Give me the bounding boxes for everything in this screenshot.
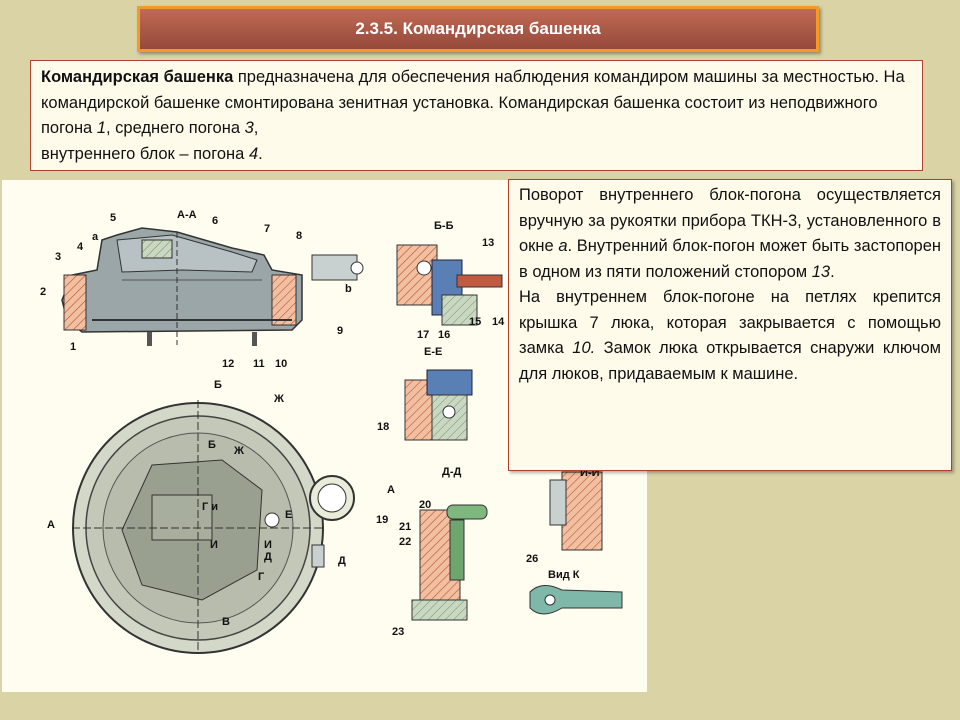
label-12: 12 (222, 358, 234, 370)
label-plan-e: Е (285, 509, 292, 521)
side-text-1: Поворот внутреннего блок-погона осуществ… (519, 186, 941, 255)
side-text-4: На внутреннем блок-погоне на петлях креп… (519, 288, 941, 357)
label-22: 22 (399, 536, 411, 548)
side-text-box: Поворот внутреннего блок-погона осуществ… (508, 179, 952, 471)
intro-text-1: предназначена для обеспечения наблюдения… (41, 68, 905, 137)
side-ref-a: а (558, 237, 568, 255)
label-4: 4 (77, 241, 84, 253)
label-plan-b-inner: Б (208, 439, 216, 451)
side-paragraph-2: На внутреннем блок-погоне на петлях креп… (519, 285, 941, 387)
section-e-e (404, 369, 473, 441)
label-plan-zh-inner: Ж (233, 445, 244, 457)
label-plan-v: В (222, 616, 230, 628)
label-section-e-e: Е-Е (424, 346, 442, 358)
label-17: 17 (417, 329, 429, 341)
intro-text-3: , (253, 119, 259, 137)
label-6: 6 (212, 215, 218, 227)
label-10: 10 (275, 358, 287, 370)
turret-diagram: А-А 5 6 7 8 а 4 3 2 1 12 11 10 9 b Б-Б 1… (2, 180, 647, 692)
label-16: 16 (438, 329, 450, 341)
label-19: 19 (376, 514, 388, 526)
label-9: 9 (337, 325, 343, 337)
label-b: b (345, 283, 352, 295)
section-b-b (396, 244, 503, 326)
label-5: 5 (110, 212, 116, 224)
intro-ref-3: 3 (244, 119, 254, 137)
label-plan-g: Г (258, 571, 265, 583)
label-plan-b: Б (214, 379, 222, 391)
section-i-i (529, 471, 623, 615)
section-d-d (411, 504, 488, 621)
label-18: 18 (377, 421, 389, 433)
label-11: 11 (253, 358, 265, 370)
label-15: 15 (469, 316, 481, 328)
label-plan-i-2: И (264, 539, 272, 551)
label-7: 7 (264, 223, 270, 235)
label-plan-d: Д (338, 555, 346, 567)
intro-ref-1: 1 (96, 119, 107, 137)
side-ref-13: 13 (811, 262, 831, 281)
label-20: 20 (419, 499, 431, 511)
intro-text-box: Командирская башенка предназначена для о… (30, 60, 923, 171)
label-plan-a-left: А (47, 519, 55, 531)
side-paragraph-1: Поворот внутреннего блок-погона осуществ… (519, 183, 941, 285)
intro-text-5: . (258, 144, 263, 163)
label-view-k: Вид К (548, 569, 580, 581)
label-section-a-a: А-А (177, 209, 197, 221)
label-2: 2 (40, 286, 46, 298)
label-plan-i-1: И (210, 539, 218, 551)
label-8: 8 (296, 230, 302, 242)
intro-text-2: , среднего погона (106, 119, 245, 137)
label-plan-d2: Д (264, 551, 272, 563)
label-26: 26 (526, 553, 538, 565)
plan-view (72, 400, 355, 654)
side-text-5: Замок люка открывается снаружи ключом дл… (519, 339, 941, 383)
section-a-a (61, 227, 364, 346)
side-text-2: . Внутренний блок-погон может быть засто… (519, 237, 941, 281)
label-21: 21 (399, 521, 411, 533)
page-title: 2.3.5. Командирская башенка (355, 19, 601, 38)
title-bar: 2.3.5. Командирская башенка (137, 6, 819, 52)
label-1: 1 (70, 341, 76, 353)
label-13: 13 (482, 237, 494, 249)
intro-text-4: внутреннего блок – погона (41, 144, 249, 163)
label-section-b-b: Б-Б (434, 220, 454, 232)
intro-ref-4: 4 (248, 144, 259, 163)
side-ref-10: 10. (572, 339, 596, 357)
label-3: 3 (55, 251, 61, 263)
label-23: 23 (392, 626, 404, 638)
label-14: 14 (492, 316, 505, 328)
label-plan-gi: Г и (202, 501, 218, 513)
intro-bold-term: Командирская башенка (41, 68, 234, 86)
label-a: а (92, 231, 99, 243)
label-plan-a-right: А (387, 484, 395, 496)
label-plan-zh: Ж (273, 393, 284, 405)
label-section-d-d: Д-Д (442, 466, 461, 478)
side-text-3: . (830, 262, 835, 281)
